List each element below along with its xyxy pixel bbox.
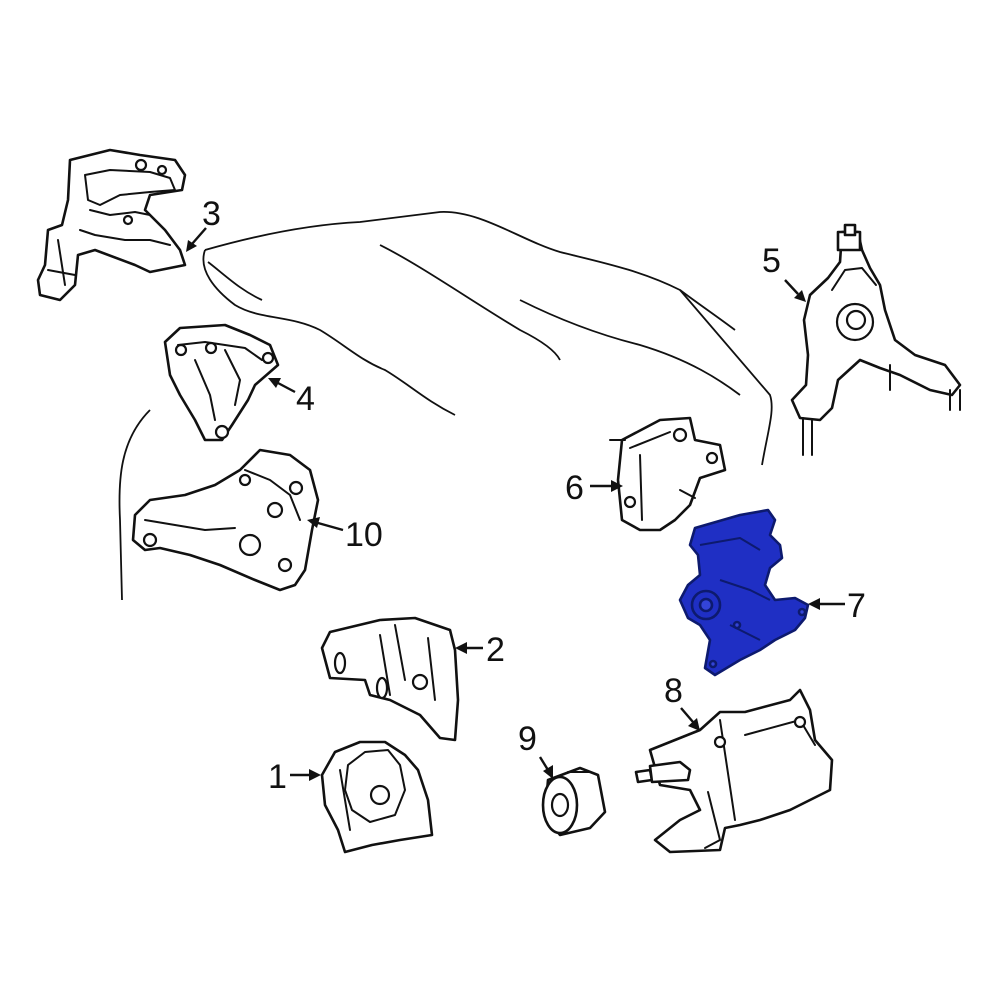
callout-5: 5	[762, 242, 781, 280]
callout-2: 2	[486, 631, 505, 669]
part-6-bracket[interactable]	[609, 416, 727, 532]
callout-labels: 3 4 10 5 6 7 2 1 9 8	[202, 195, 866, 796]
part-8-bracket[interactable]	[634, 688, 834, 854]
part-5-mount[interactable]	[790, 223, 962, 456]
callout-1: 1	[268, 758, 287, 796]
callout-8: 8	[664, 672, 683, 710]
part-2-bracket[interactable]	[320, 616, 460, 742]
part-10-bracket[interactable]	[131, 448, 320, 592]
callout-leaders	[186, 227, 845, 781]
engine-outline	[118, 211, 773, 601]
callout-3: 3	[202, 195, 221, 233]
callout-6: 6	[565, 469, 584, 507]
callout-4: 4	[296, 380, 315, 418]
callout-7: 7	[847, 587, 866, 625]
part-7-mount-highlighted[interactable]	[678, 508, 810, 677]
part-9-bushing[interactable]	[541, 766, 607, 837]
part-4-bracket[interactable]	[163, 323, 280, 442]
callout-9: 9	[518, 720, 537, 758]
part-3-mount[interactable]	[36, 148, 187, 302]
part-1-mount[interactable]	[320, 740, 434, 854]
callout-10: 10	[345, 516, 383, 554]
